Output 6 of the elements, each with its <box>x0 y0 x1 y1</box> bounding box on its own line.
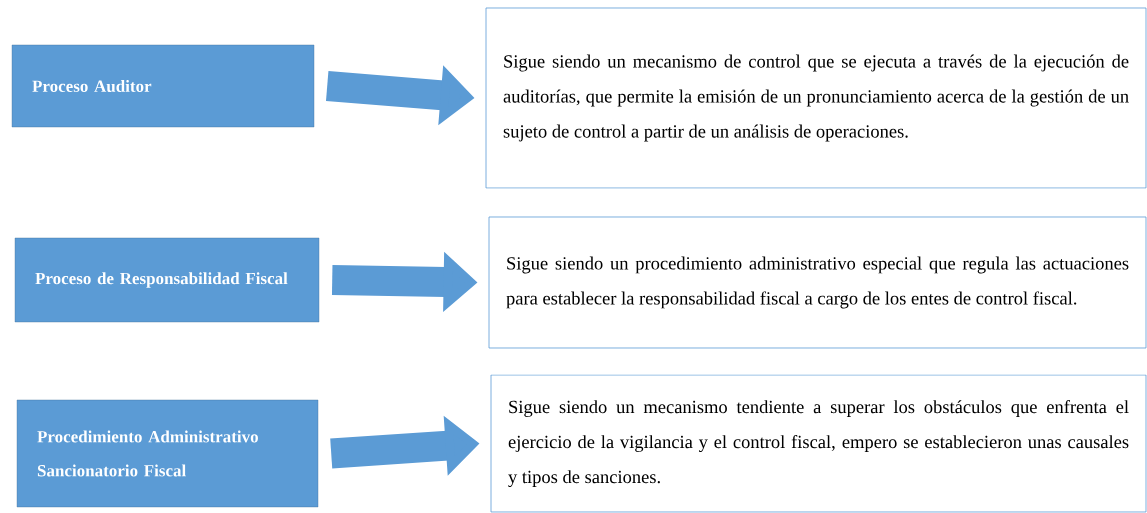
description-box: Sigue siendo un mecanismo tendiente a superar los obstáculos que enfrenta el ejercicio de la vigilancia y el control fiscal, empero se establecieron unas causales y tipos de sanciones. <box>490 374 1147 513</box>
description-box: Sigue siendo un mecanismo de control que se ejecuta a través de la ejecución de auditorías, que permite la emisión de un pronunciamiento acerca de la gestión de un sujeto de control a partir de un análisis de operaciones. <box>485 7 1147 189</box>
label-box: Proceso de Responsabilidad Fiscal <box>14 237 320 323</box>
description-box: Sigue siendo un procedimiento administrativo especial que regula las actuaciones para establecer la responsabilidad fiscal a cargo de los entes de control fiscal. <box>488 216 1147 349</box>
label-box: Procedimiento Administrativo Sancionatorio Fiscal <box>16 399 319 508</box>
label-box: Proceso Auditor <box>11 44 315 128</box>
